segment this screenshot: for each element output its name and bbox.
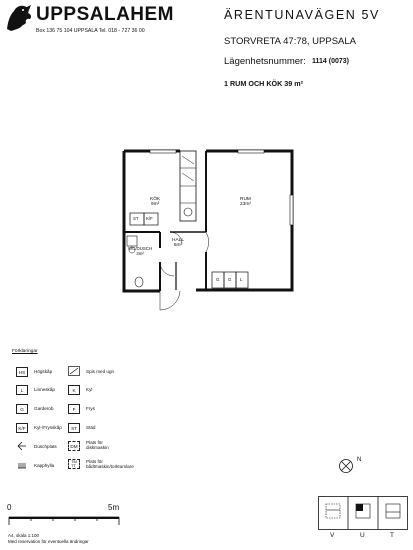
orientation-v: V (330, 532, 335, 539)
compass-icon (339, 459, 353, 473)
legend-f-label: Frys (86, 406, 95, 411)
legend-g-label: Garderob (34, 406, 54, 411)
scale-bar (8, 516, 120, 525)
address: STORVRETA 47:78, UPPSALA (224, 36, 357, 47)
legend-hs-box: HS (16, 367, 28, 377)
room-label: RUM 23m² (240, 197, 251, 207)
apartment-number-label: Lägenhetsnummer: (224, 56, 306, 67)
legend-st-box: ST (68, 423, 80, 433)
legend-l-label: Linneskåp (34, 387, 55, 392)
brand-address: Box 136 75 104 UPPSALA Tel. 018 - 727 36… (36, 28, 145, 34)
legend-hs-label: Högskåp (34, 369, 53, 374)
compass-north: N (357, 457, 362, 463)
legend-dm-box: DM (68, 441, 80, 451)
coat-rack-icon (18, 463, 26, 469)
shower-icon (17, 441, 26, 451)
legend-l-box: L (16, 385, 28, 395)
legend-tm-label: Plats för bådtmaskin/torktumlare (86, 459, 134, 469)
kitchen-label: KÖK 9m² (150, 197, 161, 207)
street-title: ÄRENTUNAVÄGEN 5V (224, 8, 380, 22)
legend-coat-label: Kapphylla (34, 463, 55, 468)
legend-title: Förklaringar (12, 349, 38, 354)
hall-label: HALL 5m² (172, 238, 184, 248)
brand-name: UPPSALAHEM (36, 4, 175, 25)
wardrobe-g1: G (216, 277, 220, 282)
legend-k-label: Kyl (86, 387, 93, 392)
legend-kf-box: K/F (16, 423, 28, 433)
scale-zero: 0 (7, 503, 12, 512)
legend-g-box: G (16, 404, 28, 414)
legend-stove-label: Spis med ugn (86, 369, 115, 374)
orientation-u: U (360, 532, 365, 539)
apartment-number: 1114 (0073) (312, 58, 349, 65)
scale-five: 5m (108, 503, 120, 512)
stove-icon (68, 366, 80, 376)
legend-shower-label: Duschplats (34, 444, 57, 449)
legend-dm-label: Plats för diskmaskin (86, 440, 109, 450)
legend-tm-box: TM TT (68, 459, 80, 469)
uppsalahem-logo-lion (7, 5, 32, 31)
wardrobe-l: L (240, 277, 243, 282)
wardrobe-g2: G (228, 277, 232, 282)
orientation-key (318, 496, 408, 530)
legend-k-box: K (68, 385, 80, 395)
cabinet-kf: K/F (146, 216, 153, 221)
bath-label: WC/DUSCH 3m² (128, 246, 153, 256)
legend-st-label: Städ (86, 425, 96, 430)
reservation-note: Med reservation för eventuella ändringar (8, 539, 89, 544)
legend-f-box: F (68, 404, 80, 414)
orientation-t: T (390, 532, 394, 539)
apartment-size: 1 RUM OCH KÖK 39 m² (224, 79, 304, 88)
scale-note: A4, skala 1:100 (8, 533, 40, 538)
legend-kf-label: Kyl-/Frysskåp (34, 425, 62, 430)
cabinet-st: ST (133, 216, 139, 221)
